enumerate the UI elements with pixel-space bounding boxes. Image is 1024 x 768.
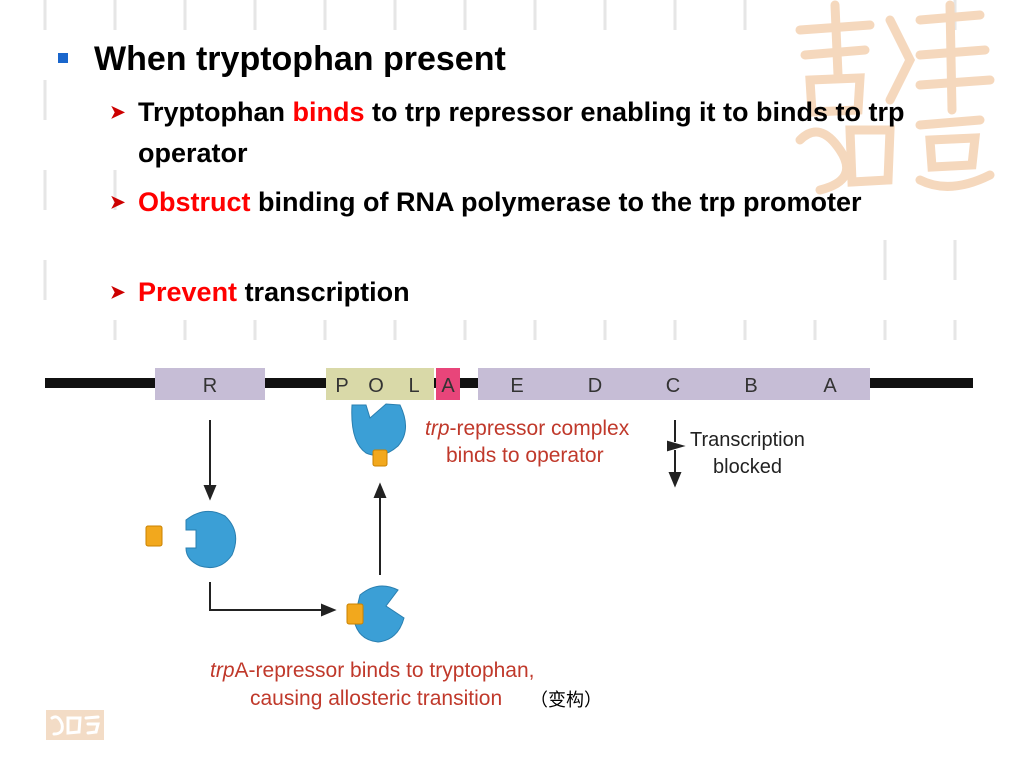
gene-box	[394, 368, 434, 400]
gene-label: A	[441, 375, 455, 397]
bottom-label-line1: trpA-repressor binds to tryptophan,	[210, 659, 535, 682]
repressor-icon	[353, 585, 405, 643]
gene-label: R	[203, 375, 217, 397]
complex-label-line2: binds to operator	[446, 444, 604, 467]
gene-label: D	[588, 375, 602, 397]
arrow-bullet-icon: ➤	[110, 102, 126, 122]
sub-bullet-1-part-2: binds	[292, 97, 365, 127]
gene-label: B	[744, 375, 757, 397]
gene-label: C	[666, 375, 680, 397]
main-bullet-text: When tryptophan present	[94, 40, 506, 78]
gene-label: A	[823, 375, 837, 397]
gene-box	[790, 368, 870, 400]
calligraphy-watermark	[795, 0, 995, 195]
gene-box	[712, 368, 790, 400]
repressor-icon	[351, 403, 406, 456]
repressor-complex-on-operator	[351, 403, 406, 467]
chinese-annotation: （变构）	[530, 690, 602, 711]
sub-bullet-1-part-1: Tryptophan	[138, 97, 293, 127]
tryptophan-icon	[346, 603, 364, 625]
gene-box	[478, 368, 556, 400]
arrow-bullet-icon: ➤	[110, 192, 126, 212]
tryptophan-icon	[372, 449, 388, 467]
gene-box	[326, 368, 358, 400]
gene-box	[556, 368, 634, 400]
gene-box	[436, 368, 460, 400]
sub-bullet-3: Prevent transcription	[138, 272, 918, 313]
logo-icon	[46, 710, 104, 740]
blocked-label-line2: blocked	[713, 456, 782, 478]
tryptophan-icon	[145, 525, 163, 547]
free-repressor	[185, 510, 237, 569]
complex-label-line1: trp-repressor complex	[425, 417, 630, 440]
sub-bullet-1: Tryptophan binds to trp repressor enabli…	[138, 92, 938, 174]
binding-arrow	[209, 582, 337, 617]
sub-bullet-2-part-2: binding of RNA polymerase to the trp pro…	[250, 187, 862, 217]
arrow-bullet-icon: ➤	[110, 282, 126, 302]
blocked-arrow	[667, 420, 686, 488]
gene-label: E	[510, 375, 523, 397]
bottom-label-line2: causing allosteric transition	[250, 687, 502, 710]
gene-box	[155, 368, 265, 400]
sub-bullet-2: Obstruct binding of RNA polymerase to th…	[138, 182, 918, 223]
sub-bullet-1-part-3: to trp repressor enabling it to binds to…	[138, 97, 905, 168]
repressor-icon	[185, 510, 237, 569]
gene-label: O	[368, 375, 384, 397]
up-arrow	[373, 482, 387, 575]
sub-bullet-2-part-1: Obstruct	[138, 187, 251, 217]
gene-box	[634, 368, 712, 400]
tryptophan-bound-repressor	[346, 585, 405, 643]
bullet-square-icon	[58, 53, 68, 63]
sub-bullet-3-part-1: Prevent	[138, 277, 238, 307]
gene-label: L	[408, 375, 419, 397]
sub-bullet-3-part-2: transcription	[237, 277, 410, 307]
gene-label: P	[335, 375, 348, 397]
r-down-arrow	[203, 420, 217, 501]
gene-box	[358, 368, 394, 400]
blocked-label-line1: Transcription	[690, 429, 805, 451]
